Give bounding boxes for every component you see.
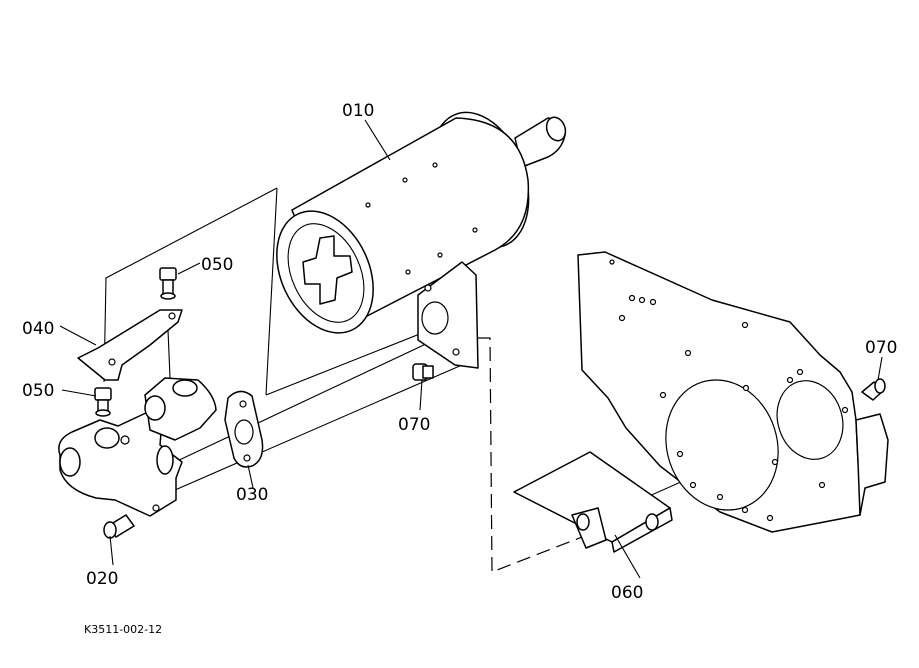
part-labels: 010 050 040 050 070 030 020 060 070 K351…: [22, 101, 897, 636]
label-060: 060: [611, 583, 643, 603]
label-010: 010: [342, 101, 374, 121]
gasket-030: [224, 390, 264, 468]
label-050-left: 050: [22, 381, 54, 401]
stay-040: [77, 309, 183, 381]
bolt-070-right: [861, 378, 886, 401]
bolt-070-mid: [412, 363, 434, 381]
bolt-050-left: [94, 387, 112, 417]
leader-lines: [59, 119, 883, 579]
mounting-plate: [577, 251, 889, 533]
label-020: 020: [86, 569, 118, 589]
label-070-right: 070: [865, 338, 897, 358]
label-050-top: 050: [201, 255, 233, 275]
label-030: 030: [236, 485, 268, 505]
label-040: 040: [22, 319, 54, 339]
drawing-code: K3511-002-12: [84, 623, 162, 636]
muffler-010: [276, 111, 567, 369]
bolt-050-top: [159, 267, 177, 300]
manifold-020: [58, 377, 217, 539]
cover-060: [513, 451, 673, 553]
label-070-mid: 070: [398, 415, 430, 435]
